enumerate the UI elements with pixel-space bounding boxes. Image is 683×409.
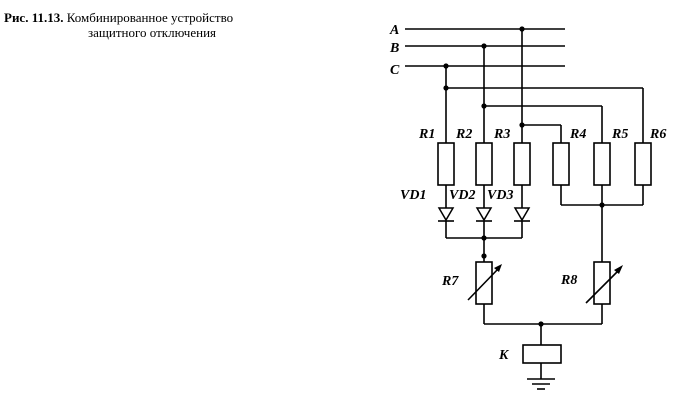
label-r8: R8 (560, 273, 577, 288)
bus-label-c: C (390, 63, 400, 78)
junction-relay (538, 321, 544, 327)
resistor-r4 (552, 142, 570, 186)
variable-resistor-r8 (585, 261, 623, 305)
junction-c-tap (443, 85, 449, 91)
resistor-r5 (593, 142, 611, 186)
figure-number: Рис. 11.13. (4, 10, 64, 25)
diode-vd3 (513, 207, 531, 222)
variable-arrowhead (494, 264, 502, 272)
bus-label-a: A (389, 23, 399, 38)
diode-icon (513, 207, 531, 222)
figure-title-part-2: защитного отключения (88, 25, 217, 40)
caption-line-2: защитного отключения (4, 25, 344, 40)
caption-line-1: Рис. 11.13. Комбинированное устройство (4, 10, 344, 25)
variable-resistor-icon (585, 269, 620, 304)
label-r1: R1 (418, 127, 435, 142)
ground-icon (527, 378, 555, 390)
label-r3: R3 (493, 127, 510, 142)
figure-title-part-1: Комбинированное устройство (66, 10, 234, 25)
label-vd2: VD2 (449, 188, 475, 203)
variable-arrowhead (614, 265, 623, 274)
junction-b-bus (481, 43, 487, 49)
label-r2: R2 (455, 127, 472, 142)
bus-label-b: B (389, 41, 399, 56)
label-r6: R6 (649, 127, 666, 142)
variable-resistor-icon (467, 267, 500, 301)
junction-c-bus (443, 63, 449, 69)
diode-vd1 (437, 207, 455, 222)
label-r7: R7 (441, 274, 459, 289)
resistor-r3 (513, 142, 531, 186)
resistor-r6 (634, 142, 652, 186)
resistor-r2 (475, 142, 493, 186)
diode-icon (475, 207, 493, 222)
resistor-r1 (437, 142, 455, 186)
junction-b-tap (481, 103, 487, 109)
junction-a-bus (519, 26, 525, 32)
resistor-r8-body (593, 261, 611, 305)
relay-coil-icon (522, 344, 562, 364)
diode-vd2 (475, 207, 493, 222)
junction-r456 (599, 202, 605, 208)
variable-resistor-r7 (467, 261, 502, 305)
label-r5: R5 (611, 127, 628, 142)
figure-caption: Рис. 11.13. Комбинированное устройство з… (4, 10, 344, 40)
label-vd1: VD1 (400, 188, 426, 203)
label-vd3: VD3 (487, 188, 513, 203)
junction-diodes (481, 235, 487, 241)
junction-a-tap (519, 122, 525, 128)
diode-icon (437, 207, 455, 222)
label-k: K (498, 348, 510, 363)
junction-above-r7 (481, 253, 487, 259)
label-r4: R4 (569, 127, 586, 142)
